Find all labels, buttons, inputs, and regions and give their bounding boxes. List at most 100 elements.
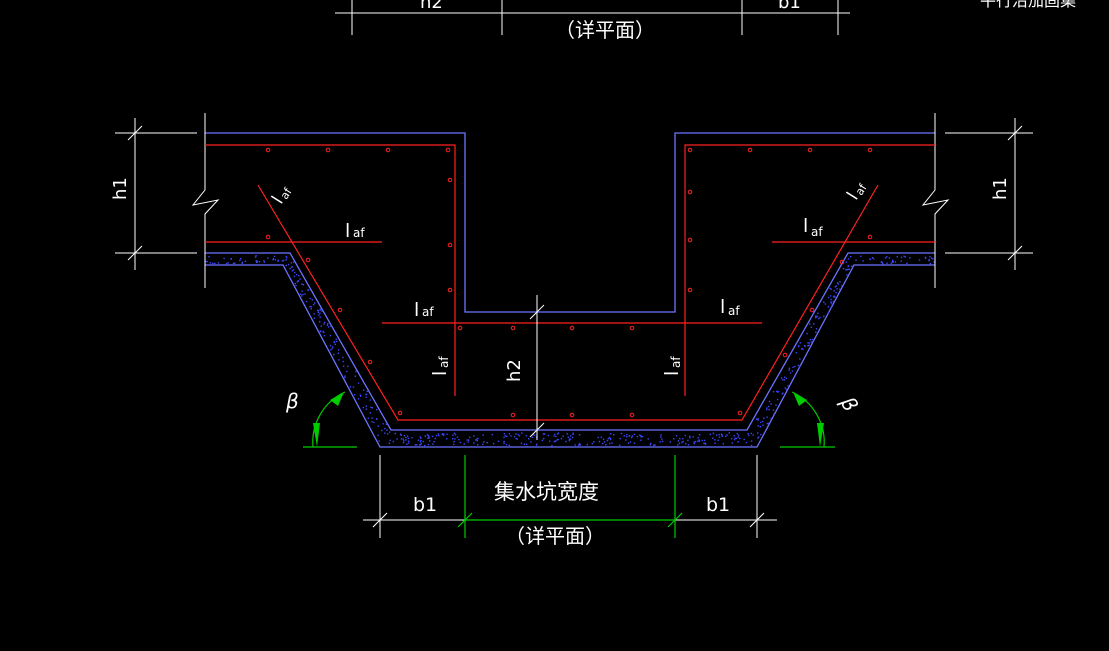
hatch-dot — [579, 434, 580, 435]
hatch-dot — [767, 423, 768, 424]
rebar-dot — [306, 258, 310, 262]
hatch-dot — [929, 256, 930, 257]
hatch-dot — [806, 333, 807, 334]
hatch-dot — [239, 260, 240, 261]
hatch-dot — [811, 327, 812, 328]
hatch-dot — [816, 328, 817, 329]
break-lines — [193, 113, 948, 288]
rebar-dot — [511, 413, 515, 417]
hatch-dot — [330, 345, 331, 346]
hatch-dot — [609, 443, 610, 444]
rebar-dot — [511, 326, 515, 330]
hatch-dot — [892, 261, 893, 262]
hatch-dot — [324, 322, 325, 323]
pit-width-label: 集水坑宽度 — [494, 480, 599, 504]
hatch-dot — [443, 435, 444, 436]
b1-left-label: b1 — [413, 494, 437, 516]
laf-label-left-mid: l af — [414, 299, 434, 321]
hatch-dot — [833, 301, 834, 302]
hatch-dot — [739, 438, 740, 439]
hatch-dot — [382, 423, 383, 424]
top-b1-label: b1 — [778, 0, 801, 13]
hatch-dot — [847, 269, 848, 270]
hatch-dot — [619, 445, 620, 446]
hatch-dot — [743, 439, 744, 440]
hatch-dot — [493, 443, 494, 444]
hatch-dot — [526, 435, 527, 436]
hatch-dot — [453, 444, 454, 445]
hatch-dot — [327, 323, 328, 324]
hatch-dot — [290, 268, 291, 269]
hatch-dot — [405, 437, 406, 438]
hatch-dot — [748, 435, 749, 436]
hatch-dot — [321, 326, 322, 327]
hatch-dot — [475, 439, 476, 440]
hatch-dot — [336, 341, 337, 342]
top-corner-text: 平行沿加固集 — [980, 0, 1076, 10]
hatch-dot — [787, 385, 788, 386]
hatch-dot — [454, 438, 455, 439]
angle-beta-left — [303, 392, 357, 447]
hatch-dot — [830, 307, 831, 308]
hatch-dot — [553, 435, 554, 436]
rebar-dot — [630, 413, 634, 417]
hatch-dot — [285, 259, 286, 260]
hatch-dot — [557, 439, 558, 440]
svg-text:l: l — [345, 220, 350, 242]
hatch-dot — [769, 401, 770, 402]
hatch-dot — [286, 257, 287, 258]
hatch-dot — [723, 443, 724, 444]
hatch-dot — [605, 444, 606, 445]
hatch-dot — [298, 275, 299, 276]
hatch-dot — [408, 441, 409, 442]
hatch-dot — [563, 435, 564, 436]
hatch-dot — [662, 441, 663, 442]
hatch-dot — [521, 443, 522, 444]
hatch-dot — [347, 366, 348, 367]
hatch-dot — [631, 437, 632, 438]
hatch-dot — [624, 435, 625, 436]
hatch-dot — [762, 425, 763, 426]
hatch-dot — [407, 435, 408, 436]
hatch-dot — [328, 326, 329, 327]
rebar-dot — [868, 148, 872, 152]
hatch-dot — [476, 438, 477, 439]
hatch-dot — [716, 434, 717, 435]
hatch-dot — [358, 382, 359, 383]
hatch-dot — [292, 270, 293, 271]
hatch-dot — [543, 438, 544, 439]
hatch-dot — [799, 358, 800, 359]
rebar-dot — [448, 243, 452, 247]
hatch-dot — [342, 361, 343, 362]
top-h2-label: h2 — [420, 0, 443, 13]
hatch-dot — [832, 304, 833, 305]
hatch-dot — [452, 435, 453, 436]
hatch-dot — [809, 342, 810, 343]
hatch-dot — [259, 261, 260, 262]
hatch-dot — [515, 433, 516, 434]
hatch-dot — [839, 289, 840, 290]
hatch-dot — [679, 438, 680, 439]
hatch-dot — [264, 261, 265, 262]
hatch-dot — [634, 434, 635, 435]
hatch-dot — [758, 418, 759, 419]
hatch-dot — [807, 345, 808, 346]
hatch-dot — [482, 444, 483, 445]
hatch-dot — [299, 278, 300, 279]
hatch-dot — [228, 262, 229, 263]
rebar-dot — [630, 326, 634, 330]
hatch-dot — [839, 281, 840, 282]
hatch-dot — [346, 371, 347, 372]
hatch-dot — [467, 439, 468, 440]
hatch-dot — [568, 437, 569, 438]
hatch-dot — [886, 263, 887, 264]
hatch-dot — [848, 265, 849, 266]
hatch-dot — [650, 444, 651, 445]
hatch-dot — [432, 436, 433, 437]
hatch-dot — [460, 442, 461, 443]
hatch-dot — [784, 377, 785, 378]
svg-text:af: af — [669, 356, 683, 368]
hatch-dot — [735, 438, 736, 439]
hatch-dot — [429, 440, 430, 441]
